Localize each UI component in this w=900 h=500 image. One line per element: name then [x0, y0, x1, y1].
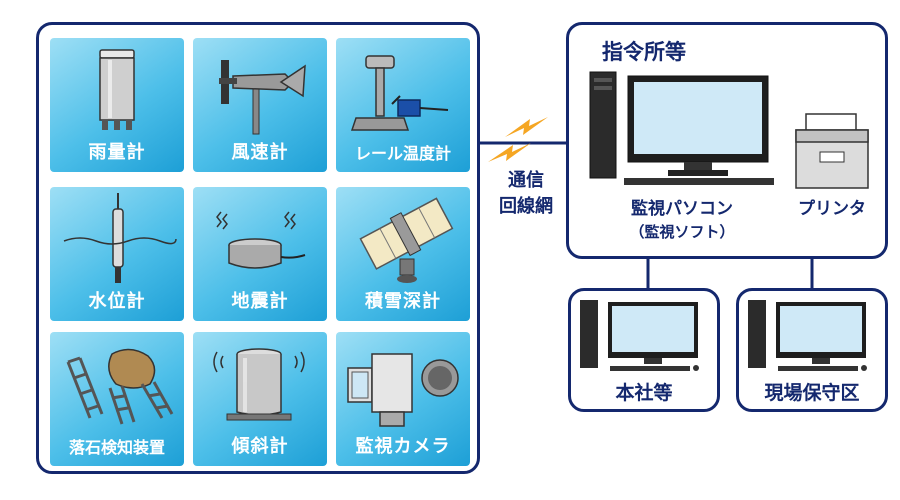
- sensor-label: 地震計: [231, 291, 289, 312]
- network-label: 通信 回線網: [491, 168, 561, 220]
- printer-icon: [795, 113, 869, 189]
- network-label-line2: 回線網: [499, 196, 553, 217]
- lightning-icon: [488, 143, 531, 162]
- sensor-label: レール温度計: [354, 144, 451, 163]
- sensor-tile-inclinometer: 傾斜計: [193, 332, 327, 466]
- field-office-label: 現場保守区: [764, 382, 860, 404]
- sensor-tile-rail-thermometer: レール温度計: [336, 38, 470, 172]
- printer-label: プリンタ: [798, 199, 866, 219]
- sensor-label: 水位計: [88, 291, 146, 312]
- head-office-pc-icon: [580, 300, 699, 371]
- surveillance-camera-icon: [347, 353, 459, 427]
- rail-thermometer-icon: [350, 55, 449, 131]
- anemometer-icon: [219, 60, 306, 135]
- water-level-gauge-icon: [63, 193, 177, 283]
- sensor-label: 風速計: [231, 142, 289, 163]
- sensor-label: 落石検知装置: [68, 438, 165, 457]
- sensor-tile-rockfall-detector: 落石検知装置: [50, 332, 184, 466]
- sensor-label: 積雪深計: [365, 291, 441, 312]
- sensor-tile-surveillance-camera: 監視カメラ: [336, 332, 470, 466]
- rockfall-detector-icon: [66, 348, 174, 425]
- head-office-label: 本社等: [615, 382, 673, 404]
- sensor-label: 傾斜計: [231, 436, 289, 457]
- field-office-pc-icon: [748, 300, 867, 371]
- monitoring-pc-label: 監視パソコン （監視ソフト）: [598, 194, 766, 242]
- snow-depth-gauge-icon: [359, 197, 454, 283]
- monitoring-pc-name: 監視パソコン: [631, 199, 733, 219]
- sensor-label: 監視カメラ: [355, 436, 451, 457]
- sensor-tile-rain-gauge: 雨量計: [50, 38, 184, 172]
- rain-gauge-icon: [99, 49, 135, 130]
- inclinometer-icon: [213, 348, 305, 421]
- command-center-title: 指令所等: [602, 40, 686, 64]
- sensor-tile-snow-depth-gauge: 積雪深計: [336, 187, 470, 321]
- lightning-icon: [505, 117, 548, 137]
- network-label-line1: 通信: [508, 170, 544, 191]
- sensor-label: 雨量計: [88, 142, 146, 163]
- sensor-tile-water-level-gauge: 水位計: [50, 187, 184, 321]
- monitoring-pc-software: （監視ソフト）: [629, 223, 735, 241]
- monitoring-pc-icon: [589, 71, 774, 185]
- sensor-tile-seismometer: 地震計: [193, 187, 327, 321]
- seismometer-icon: [216, 211, 306, 269]
- sensor-tile-anemometer: 風速計: [193, 38, 327, 172]
